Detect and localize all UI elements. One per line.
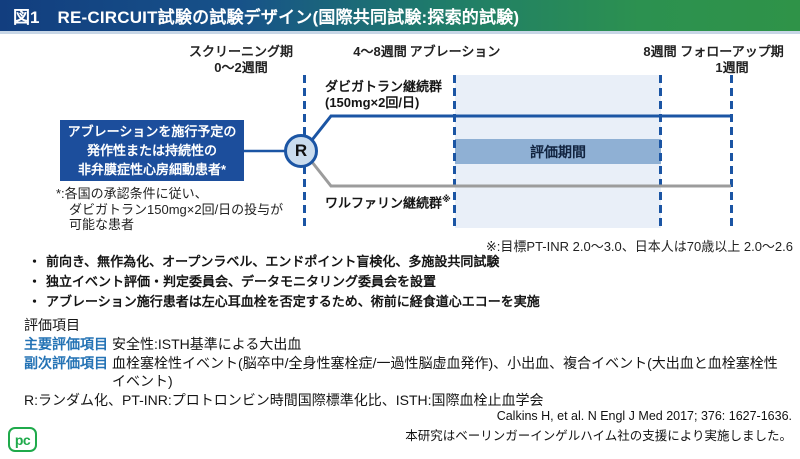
timeline-dashed-line-end: [730, 75, 733, 228]
asterisk-note-line1: *:各国の承認条件に従い、: [56, 186, 208, 201]
screening-line2: 0〜2週間: [214, 60, 268, 75]
screening-line1: スクリーニング期: [188, 44, 294, 59]
timeline-label-followup: フォローアップ期 1週間: [680, 44, 783, 76]
patient-line1: アブレーションを施行予定の: [67, 124, 237, 139]
asterisk-note: *:各国の承認条件に従い、 ダビガトラン150mg×2回/日の投与が 可能な患者: [56, 186, 283, 233]
support-statement: 本研究はベーリンガーインゲルハイム社の支援により実施しました。: [405, 429, 792, 443]
table-row: 主要評価項目 安全性:ISTH基準による大出血: [24, 335, 788, 354]
secondary-endpoint-label: 副次評価項目: [24, 354, 108, 371]
study-feature-list: ・前向き、無作為化、オープンラベル、エンドポイント盲検化、多施設共同試験 ・独立…: [28, 252, 540, 312]
pt-inr-note: ※:目標PT-INR 2.0〜3.0、日本人は70歳以上 2.0〜2.6: [485, 239, 793, 254]
evaluation-period-box: 評価期間: [455, 139, 661, 164]
timeline-dashed-line-ablation: [453, 75, 456, 228]
randomization-circle: R: [284, 134, 318, 168]
citation-text: Calkins H, et al. N Engl J Med 2017; 376…: [496, 409, 792, 423]
dabigatran-line1: ダビガトラン継続群: [325, 79, 443, 94]
bullet-marker: ・: [28, 254, 42, 269]
timeline-label-screening: スクリーニング期 0〜2週間: [189, 44, 293, 76]
title-bar: 図1 RE-CIRCUIT試験の試験デザイン(国際共同試験:探索的試験): [0, 0, 800, 34]
primary-endpoint-label: 主要評価項目: [24, 336, 108, 352]
timeline-label-pre-ablation: 4〜8週間: [353, 44, 407, 59]
warfarin-arm-label: ワルファリン継続群※: [325, 191, 451, 211]
bullet-marker: ・: [28, 294, 42, 309]
warfarin-ref-mark: ※: [442, 194, 451, 204]
endpoints-heading: 評価項目: [24, 317, 80, 333]
list-item: ・独立イベント評価・判定委員会、データモニタリング委員会を設置: [28, 272, 540, 292]
followup-line1: フォローアップ期: [680, 44, 784, 59]
bullet-text: 独立イベント評価・判定委員会、データモニタリング委員会を設置: [46, 274, 437, 289]
warfarin-label-text: ワルファリン継続群: [325, 195, 443, 211]
list-item: ・アブレーション施行患者は左心耳血栓を否定するため、術前に経食道心エコーを実施: [28, 292, 540, 312]
followup-line2: 1週間: [715, 60, 749, 75]
dabigatran-line2: (150mg×2回/日): [325, 95, 420, 110]
abbreviation-note: R:ランダム化、PT-INR:プロトロンビン時間国際標準化比、ISTH:国際血栓…: [24, 392, 544, 408]
asterisk-note-line2: ダビガトラン150mg×2回/日の投与が: [69, 201, 284, 217]
table-row: 副次評価項目 血栓塞栓性イベント(脳卒中/全身性塞栓症/一過性脳虚血発作)、小出…: [24, 354, 788, 391]
page-title: RE-CIRCUIT試験の試験デザイン(国際共同試験:探索的試験): [57, 8, 520, 27]
warfarin-arm-line: [310, 161, 731, 188]
dabigatran-arm-label: ダビガトラン継続群 (150mg×2回/日): [325, 79, 442, 111]
bullet-marker: ・: [28, 274, 42, 289]
timeline-label-8weeks: 8週間: [643, 44, 677, 59]
patient-line3: 非弁膜症性心房細動患者*: [77, 162, 227, 177]
list-item: ・前向き、無作為化、オープンラベル、エンドポイント盲検化、多施設共同試験: [28, 252, 540, 272]
pc-logo-icon: pc: [8, 427, 37, 452]
primary-endpoint-text: 安全性:ISTH基準による大出血: [112, 336, 302, 352]
endpoints-table: 主要評価項目 安全性:ISTH基準による大出血 副次評価項目 血栓塞栓性イベント…: [24, 335, 788, 391]
timeline-dashed-line-8weeks: [659, 75, 662, 228]
timeline-label-ablation: アブレーション: [409, 44, 501, 59]
figure-label: 図1: [13, 8, 40, 27]
asterisk-note-line3: 可能な患者: [69, 217, 135, 232]
secondary-endpoint-text: 血栓塞栓性イベント(脳卒中/全身性塞栓症/一過性脳虚血発作)、小出血、複合イベン…: [112, 354, 778, 390]
patient-population-box: アブレーションを施行予定の 発作性または持続性の 非弁膜症性心房細動患者*: [60, 120, 244, 181]
bullet-text: アブレーション施行患者は左心耳血栓を否定するため、術前に経食道心エコーを実施: [46, 294, 540, 309]
dabigatran-arm-line: [310, 114, 731, 141]
patient-line2: 発作性または持続性の: [86, 143, 217, 158]
bullet-text: 前向き、無作為化、オープンラベル、エンドポイント盲検化、多施設共同試験: [46, 254, 500, 269]
